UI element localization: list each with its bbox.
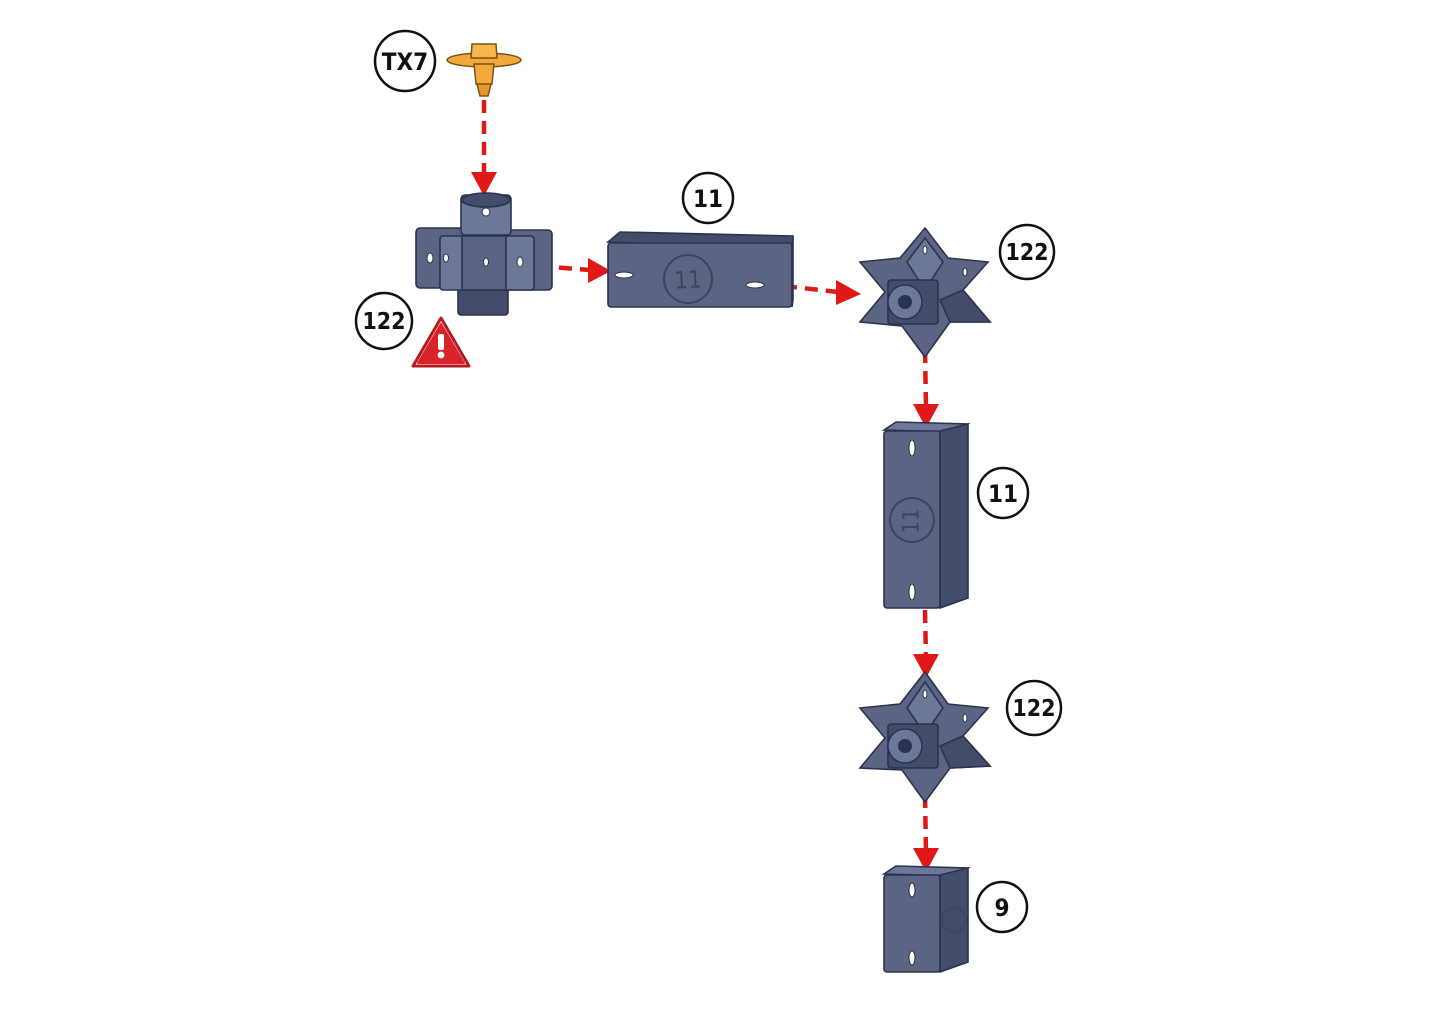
arrow-screw-to-hub <box>471 100 497 196</box>
beam-vertical: 11 <box>884 422 968 608</box>
screw-tx7 <box>447 44 521 96</box>
callout-beam-short: 9 <box>977 882 1027 932</box>
beam-vertical-emboss: 11 <box>900 508 925 533</box>
callout-beam-horizontal-label: 11 <box>693 185 723 213</box>
callout-beam-horizontal: 11 <box>683 173 733 223</box>
callout-beam-short-label: 9 <box>994 894 1009 922</box>
callout-hub: 122 <box>356 293 412 349</box>
beam-horizontal-emboss: 11 <box>674 265 703 294</box>
callout-hub-label: 122 <box>362 309 405 335</box>
star-connector-right <box>860 228 990 357</box>
callout-star-lower-label: 122 <box>1012 696 1055 722</box>
beam-horizontal: 11 <box>608 232 793 307</box>
callout-star-right: 122 <box>1000 225 1054 279</box>
callout-star-lower: 122 <box>1007 681 1061 735</box>
arrow-beam-to-star <box>784 280 861 305</box>
hub-connector <box>416 193 552 315</box>
warning-triangle-icon <box>413 318 469 366</box>
callout-beam-vertical-label: 11 <box>988 480 1018 508</box>
arrow-vertical-beam-to-star <box>913 610 939 678</box>
arrow-star-to-short-beam <box>913 795 939 872</box>
callout-star-right-label: 122 <box>1005 240 1048 266</box>
arrow-star-to-vertical-beam <box>913 350 939 428</box>
beam-short <box>884 866 968 972</box>
callout-screw-label: TX7 <box>382 48 428 76</box>
callout-beam-vertical: 11 <box>978 468 1028 518</box>
star-connector-lower <box>860 672 990 802</box>
callout-screw: TX7 <box>375 31 435 91</box>
